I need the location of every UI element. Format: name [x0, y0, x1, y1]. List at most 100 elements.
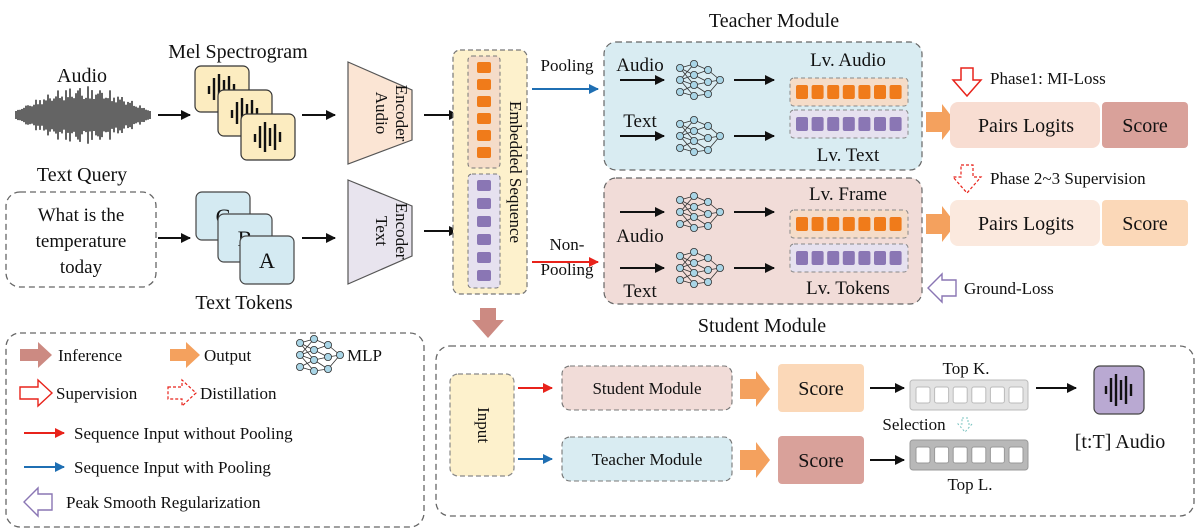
vector-cell: [796, 85, 808, 99]
vector-cell: [1008, 446, 1024, 464]
vector-cell: [827, 251, 840, 265]
vector-cell: [989, 386, 1005, 404]
top-l-label: Top L.: [947, 475, 992, 494]
lv-audio-label: Lv. Audio: [810, 50, 886, 71]
sequence-cell: [477, 147, 491, 158]
sequence-cell: [477, 216, 491, 227]
inference-student-score-label: Score: [798, 378, 844, 400]
ground-loss-arrow-icon: [927, 272, 957, 304]
vector-cell: [934, 446, 950, 464]
token-letter-a: A: [259, 248, 275, 273]
sequence-cell: [477, 62, 491, 73]
vector-cell: [842, 85, 855, 99]
text-encoder-label-1: Text: [372, 216, 391, 246]
lv-text-label: Lv. Text: [817, 145, 880, 166]
phase1-supervision-arrow-icon: [951, 67, 983, 98]
vector-cell: [827, 117, 840, 131]
embedded-sequence-label: Embedded Sequence: [506, 101, 525, 243]
legend-distillation-icon: [167, 378, 197, 408]
student-score-label: Score: [1122, 213, 1168, 235]
query-text-line1: What is the: [38, 205, 125, 226]
vector-cell: [796, 117, 808, 131]
vector-cell: [889, 117, 902, 131]
student-text-label: Text: [623, 281, 657, 302]
sequence-cell: [477, 79, 491, 90]
legend-peak-smooth-icon: [23, 486, 53, 518]
audio-encoder: Audio Encoder: [347, 61, 413, 165]
vector-cell: [971, 386, 987, 404]
selection-up-icon: [956, 417, 974, 433]
phase23-label: Phase 2~3 Supervision: [990, 169, 1146, 188]
sequence-cell: [477, 113, 491, 124]
student-module-box: Lv. Frame Audio Text Lv. Tokens: [603, 177, 923, 305]
teacher-score-box: [1102, 102, 1188, 148]
vector-cell: [796, 251, 808, 265]
sequence-cell: [477, 234, 491, 245]
query-text-line2: temperature: [36, 231, 127, 252]
legend-inference-label: Inference: [58, 346, 122, 365]
sequence-cell: [477, 252, 491, 263]
inference-arrow-icon: [472, 308, 504, 338]
vector-cell: [858, 251, 871, 265]
teacher-pairs-logits: [950, 102, 1100, 148]
phase23-distillation-arrow-icon: [951, 164, 983, 194]
top-k-label: Top K.: [943, 359, 990, 378]
selection-label: Selection: [882, 415, 946, 434]
legend-supervision-label: Supervision: [56, 384, 138, 403]
inference-student-module: [561, 365, 733, 411]
vector-cell: [915, 386, 931, 404]
sequence-cell: [477, 198, 491, 209]
phase1-label: Phase1: MI-Loss: [990, 69, 1106, 88]
inference-student-module-label: Student Module: [592, 379, 701, 398]
inference-input-box: [449, 373, 515, 477]
vector-cell: [858, 117, 871, 131]
ground-loss-label: Ground-Loss: [964, 279, 1054, 298]
legend-mlp-label: MLP: [347, 346, 382, 365]
vector-cell: [889, 85, 902, 99]
teacher-module-title: Teacher Module: [709, 10, 839, 32]
teacher-score-label: Score: [1122, 115, 1168, 137]
teacher-audio-label: Audio: [616, 55, 664, 76]
audio-encoder-label-1: Audio: [372, 92, 391, 135]
nonpooling-label-1: Non-: [550, 235, 585, 254]
teacher-pairs-logits-label: Pairs Logits: [978, 115, 1074, 137]
vector-cell: [858, 217, 871, 231]
nonpooling-label-2: Pooling: [541, 260, 594, 279]
student-pairs-logits: [950, 200, 1100, 246]
vector-cell: [889, 217, 902, 231]
legend-peak-smooth-label: Peak Smooth Regularization: [66, 493, 261, 512]
vector-cell: [952, 446, 968, 464]
text-tokens-label: Text Tokens: [195, 292, 293, 314]
result-audio-label: [t:T] Audio: [1075, 431, 1166, 453]
legend-output-icon: [170, 342, 200, 368]
audio-encoder-label-2: Encoder: [392, 85, 411, 142]
mel-spectrogram-label: Mel Spectrogram: [168, 41, 308, 63]
vector-cell: [827, 85, 840, 99]
text-encoder: Text Encoder: [347, 179, 413, 285]
student-module-title: Student Module: [698, 315, 826, 337]
student-audio-label: Audio: [616, 226, 664, 247]
inference-teacher-score-label: Score: [798, 450, 844, 472]
vector-cell: [989, 446, 1005, 464]
pooling-label: Pooling: [541, 56, 594, 75]
inference-panel: Input Student Module Teacher Module Scor…: [435, 345, 1195, 517]
mel-spectrogram-icon: [193, 64, 297, 162]
inference-teacher-output-arrow: [740, 442, 770, 478]
vector-cell: [842, 217, 855, 231]
sequence-cell: [477, 270, 491, 281]
vector-cell: [889, 251, 902, 265]
vector-cell: [971, 446, 987, 464]
teacher-module-box: Audio Text Lv. Audio Lv. Text: [603, 41, 923, 171]
inference-teacher-score: [778, 436, 864, 484]
legend-inference-icon: [20, 342, 52, 368]
vector-cell: [934, 386, 950, 404]
vector-cell: [1008, 386, 1024, 404]
embedded-sequence: Embedded Sequence: [452, 49, 528, 295]
vector-cell: [915, 446, 931, 464]
inference-teacher-module: [561, 436, 733, 482]
vector-cell: [874, 85, 886, 99]
vector-cell: [811, 85, 824, 99]
inference-student-output-arrow: [740, 371, 770, 407]
sequence-cell: [477, 180, 491, 191]
